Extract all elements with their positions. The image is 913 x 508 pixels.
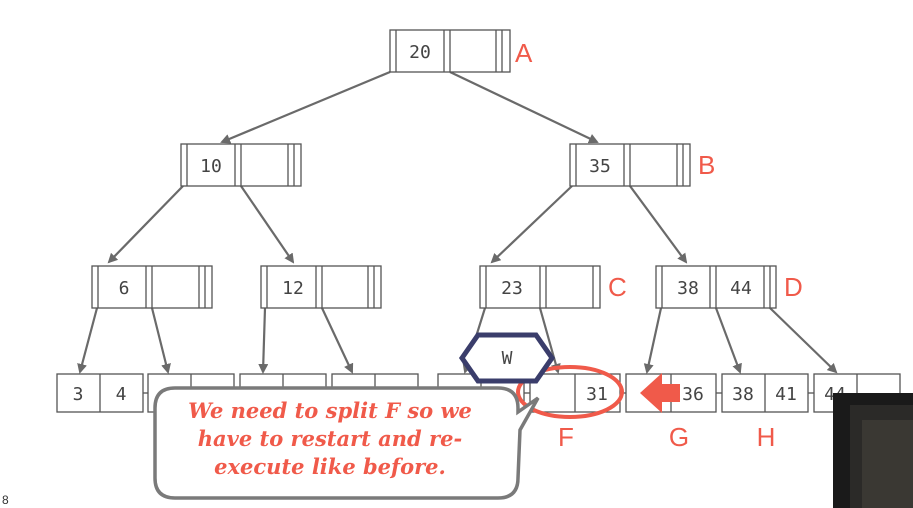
node-12-key-1: 12: [282, 278, 304, 299]
leaf-h-key-38: 38: [732, 384, 754, 405]
node-23-key-1: 23: [501, 278, 523, 299]
node-root: 20: [389, 29, 511, 73]
node-35-key-1: 35: [589, 156, 611, 177]
edge-44-l10: [769, 307, 838, 374]
node-35: 35: [569, 143, 691, 187]
edge-6-l2: [150, 307, 171, 374]
label-f: F: [558, 422, 574, 452]
callout-line-1: We need to split F so we: [188, 398, 472, 423]
node-38-44: 38 44: [655, 265, 777, 309]
node-23: 23: [479, 265, 601, 309]
node-44-key: 44: [730, 278, 752, 299]
node-12: 12: [260, 265, 382, 309]
edge-6-l1: [77, 307, 99, 374]
highlight-circle: [516, 365, 624, 419]
label-h: H: [757, 422, 776, 452]
callout-line-3: execute like before.: [214, 454, 446, 479]
edge-10-6: [107, 185, 184, 264]
callout-line-2: have to restart and re-: [198, 426, 462, 451]
root-key-1: 20: [409, 42, 431, 63]
edge-12-l3: [258, 307, 269, 374]
latch-w: W: [458, 332, 556, 384]
video-thumbnail: [833, 393, 913, 508]
edge-20-35: [449, 71, 599, 144]
edge-23-l6: [538, 307, 561, 374]
edge-35-23: [490, 185, 573, 264]
label-g: G: [669, 422, 689, 452]
label-c: C: [608, 272, 627, 302]
leaf-f: 31: [529, 373, 621, 413]
label-a: A: [515, 38, 533, 68]
edge-12-l4: [321, 307, 354, 374]
label-b: B: [698, 150, 715, 180]
red-arrow-icon: [640, 373, 680, 413]
edge-20-10: [220, 70, 391, 144]
edge-38-l8: [643, 307, 663, 374]
leaf-h: 38 41: [721, 373, 809, 413]
leaf-g-key-36: 36: [682, 384, 704, 405]
leaf-h-key-41: 41: [775, 384, 797, 405]
node-10-key-1: 10: [200, 156, 222, 177]
node-10: 10: [180, 143, 302, 187]
edge-38-l9: [714, 307, 742, 374]
latch-label: W: [502, 348, 513, 369]
edge-35-38: [629, 185, 688, 264]
leaf-key-3: 3: [73, 384, 84, 405]
leaf-key-4: 4: [116, 384, 127, 405]
node-6: 6: [91, 265, 213, 309]
callout: We need to split F so we have to restart…: [153, 386, 540, 500]
edge-10-12: [240, 185, 295, 264]
slide-number: 8: [2, 493, 9, 507]
leaf-3-4: 3 4: [56, 373, 144, 413]
node-6-key-1: 6: [119, 278, 130, 299]
node-38-key: 38: [677, 278, 699, 299]
tree-edges: [77, 70, 838, 374]
leaf-f-key-31: 31: [586, 384, 608, 405]
label-d: D: [784, 272, 803, 302]
